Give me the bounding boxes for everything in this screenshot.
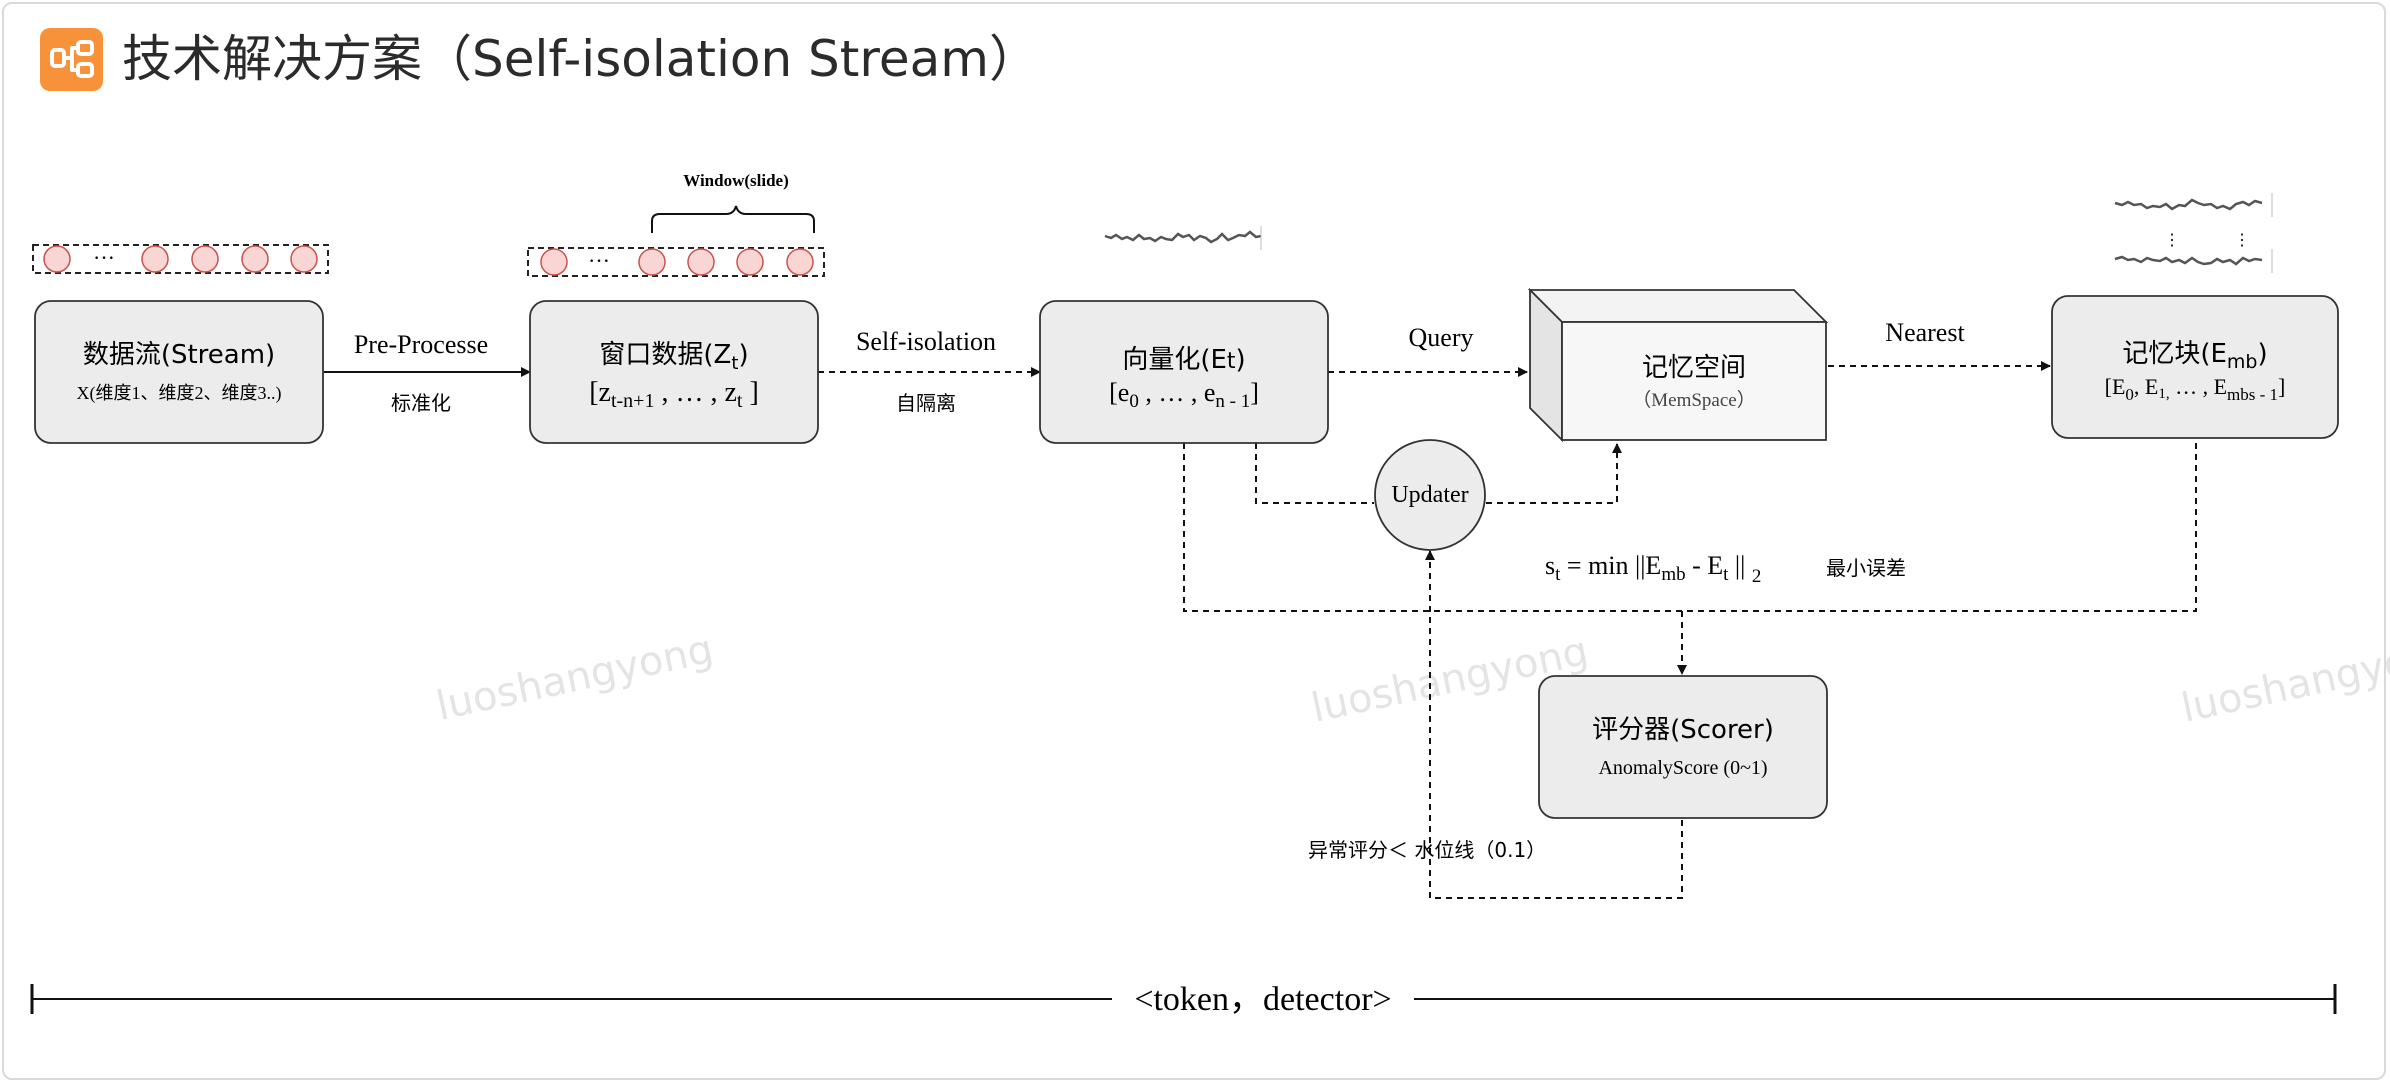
edge-label-standardize: 标准化 <box>391 391 451 415</box>
node-memblock: 记忆块(Emb) [E0, E1, … , Embs - 1] <box>2051 295 2339 439</box>
edge-label-preprocess: Pre-Processe <box>354 330 488 359</box>
watermark-text: luoshangyong <box>2178 628 2390 731</box>
timeline-label: <token，detector> <box>1134 981 1391 1018</box>
node-memspace-title: 记忆空间 <box>1642 353 1746 383</box>
signal-waveform-icon <box>2114 193 2273 217</box>
edge-label-self-isolate-cn: 自隔离 <box>896 391 956 415</box>
node-window-formula: [zt-n+1 , … , zt ] <box>589 377 759 412</box>
node-memspace-subtitle: （MemSpace） <box>1632 389 1755 411</box>
signal-waveform-icon <box>1104 226 1262 250</box>
edge-label-threshold: 异常评分＜ 水位线（0.1） <box>1308 838 1546 862</box>
node-window-title: 窗口数据(Zt) <box>599 340 748 374</box>
node-scorer: 评分器(Scorer) AnomalyScore (0~1) <box>1538 675 1828 819</box>
ellipsis: ··· <box>588 248 610 273</box>
edge-label-self-isolation: Self-isolation <box>856 327 996 356</box>
vertical-ellipsis: ⋮ <box>2234 232 2250 249</box>
window-slide-label: Window(slide) <box>683 171 789 190</box>
watermark-group: luoshangyong luoshangyong luoshangyong <box>433 626 2390 731</box>
node-updater-label: Updater <box>1391 482 1468 508</box>
timeline-axis <box>30 984 2337 1014</box>
edge-label-query: Query <box>1409 323 1474 352</box>
watermark-text: luoshangyong <box>433 626 718 729</box>
min-error-label: 最小误差 <box>1826 556 1906 580</box>
node-stream: 数据流(Stream) X(维度1、维度2、维度3..) <box>34 300 324 444</box>
token-strip-input: ··· <box>32 244 329 274</box>
flow-diagram-icon <box>40 28 103 91</box>
node-scorer-title: 评分器(Scorer) <box>1592 715 1774 745</box>
ellipsis: ··· <box>93 245 115 270</box>
window-slide-brace: Window(slide) <box>651 171 815 233</box>
node-stream-subtitle: X(维度1、维度2、维度3..) <box>77 383 282 404</box>
node-scorer-subtitle: AnomalyScore (0~1) <box>1598 757 1767 779</box>
vertical-ellipsis: ⋮ <box>2164 232 2180 249</box>
node-updater: Updater <box>1374 439 1486 551</box>
page-title: 技术解决方案（Self-isolation Stream） <box>122 30 1039 88</box>
edge-label-nearest: Nearest <box>1885 318 1965 347</box>
token-strip-window: ··· <box>527 247 825 277</box>
node-memspace: 记忆空间 （MemSpace） <box>1527 287 1829 443</box>
node-window: 窗口数据(Zt) [zt-n+1 , … , zt ] <box>529 300 819 444</box>
node-stream-title: 数据流(Stream) <box>83 340 275 370</box>
signal-waveform-icon <box>2114 249 2273 273</box>
formula-min-distance: st = min ||Emb - Et || 2 <box>1545 551 1761 587</box>
node-vectorize-title: 向量化(Et) <box>1122 345 1245 375</box>
node-vectorize: 向量化(Et) [e0 , … , en - 1] <box>1039 300 1329 444</box>
connector-lines <box>324 361 2197 899</box>
